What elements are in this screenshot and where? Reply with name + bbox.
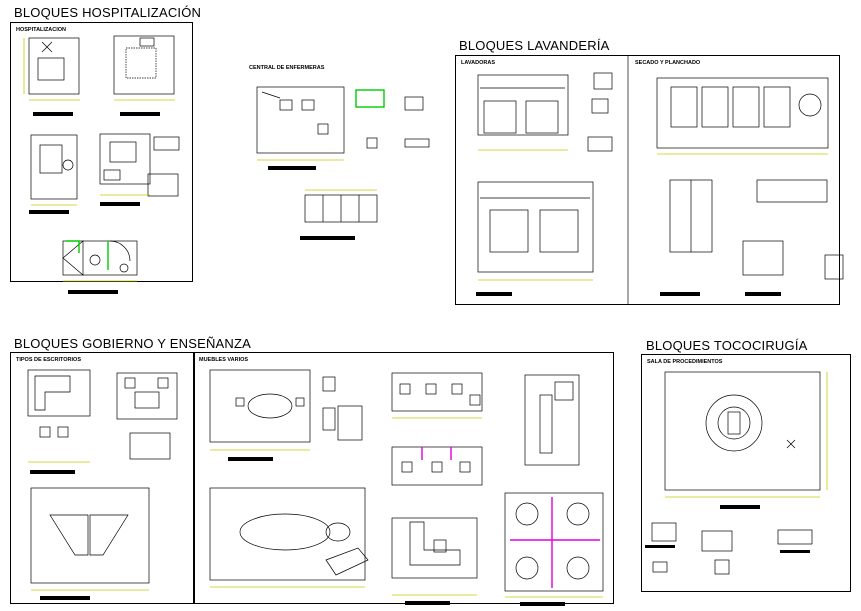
panel-hospitalizacion	[10, 22, 193, 282]
panel-tococirugia	[641, 354, 851, 592]
procedure-cabinet	[701, 530, 733, 552]
reception-desk	[524, 374, 580, 466]
nurse-counter-highlight	[355, 89, 385, 108]
washer-unit-c	[587, 136, 613, 152]
l-shaped-desk	[391, 517, 478, 579]
procedure-bench	[777, 529, 813, 545]
nurse-chair	[404, 96, 424, 111]
hospital-room-plan-1	[28, 37, 80, 95]
hospital-isolation-room	[62, 240, 138, 276]
washer-unit-a	[593, 72, 613, 90]
title-hospitalizacion: BLOQUES HOSPITALIZACIÓN	[14, 5, 202, 20]
furniture-side-table	[337, 405, 363, 441]
title-gobierno: BLOQUES GOBIERNO Y ENSEÑANZA	[14, 336, 252, 351]
hospital-bath-plan-2	[99, 133, 151, 185]
nurse-station-elevation	[304, 194, 378, 223]
desk-type-3	[129, 432, 171, 460]
hospital-wc	[147, 173, 179, 197]
workstation-row-a	[391, 372, 483, 412]
hospital-cabinet	[153, 136, 180, 151]
panel-muebles	[194, 352, 614, 604]
desk-type-1	[27, 369, 91, 438]
nurse-tray	[404, 138, 430, 148]
washer-group-plan	[477, 74, 569, 136]
panel-lavanderia	[455, 55, 840, 305]
procedure-room-plan	[664, 371, 821, 491]
subtitle-hospitalizacion: HOSPITALIZACION	[16, 27, 67, 33]
meeting-table-oval	[209, 369, 311, 443]
subtitle-muebles-varios: MUEBLES VARIOS	[199, 357, 249, 363]
subtitle-central-enfermeras: CENTRAL DE ENFERMERAS	[249, 65, 325, 71]
furniture-chair-a	[322, 376, 336, 392]
subtitle-secado-planchado: SECADO Y PLANCHADO	[635, 60, 701, 66]
ironing-unit-a	[742, 240, 784, 276]
dimension-lines	[23, 38, 828, 598]
procedure-basin	[714, 559, 730, 575]
furniture-chair-b	[322, 407, 336, 431]
conference-table-large	[209, 487, 369, 581]
desk-type-2	[116, 372, 178, 420]
subtitle-sala-procedimientos: SALA DE PROCEDIMIENTOS	[647, 359, 723, 365]
hospital-bath-plan-1	[30, 134, 78, 200]
title-tococirugia: BLOQUES TOCOCIRUGÍA	[646, 338, 808, 353]
washer-group-large	[477, 181, 594, 273]
hospital-room-plan-2	[113, 35, 175, 95]
desk-cluster	[30, 487, 150, 584]
green-door-highlight	[66, 240, 80, 253]
ironing-unit-b	[824, 254, 844, 280]
procedure-cart	[651, 522, 677, 542]
round-tables-group	[504, 492, 604, 592]
title-lavanderia: BLOQUES LAVANDERÍA	[459, 38, 610, 53]
ironing-table	[756, 179, 828, 203]
subtitle-lavadoras: LAVADORAS	[461, 60, 496, 66]
label-bars	[29, 112, 810, 606]
procedure-stool	[652, 561, 668, 573]
dryer-row-plan	[656, 77, 829, 149]
nurse-station-plan	[256, 86, 345, 154]
nurse-stool	[366, 137, 378, 149]
workstation-row-b	[391, 446, 483, 486]
subtitle-tipos-escritorios: TIPOS DE ESCRITORIOS	[16, 357, 81, 363]
panel-escritorios	[10, 352, 194, 604]
washer-unit-b	[591, 98, 609, 114]
